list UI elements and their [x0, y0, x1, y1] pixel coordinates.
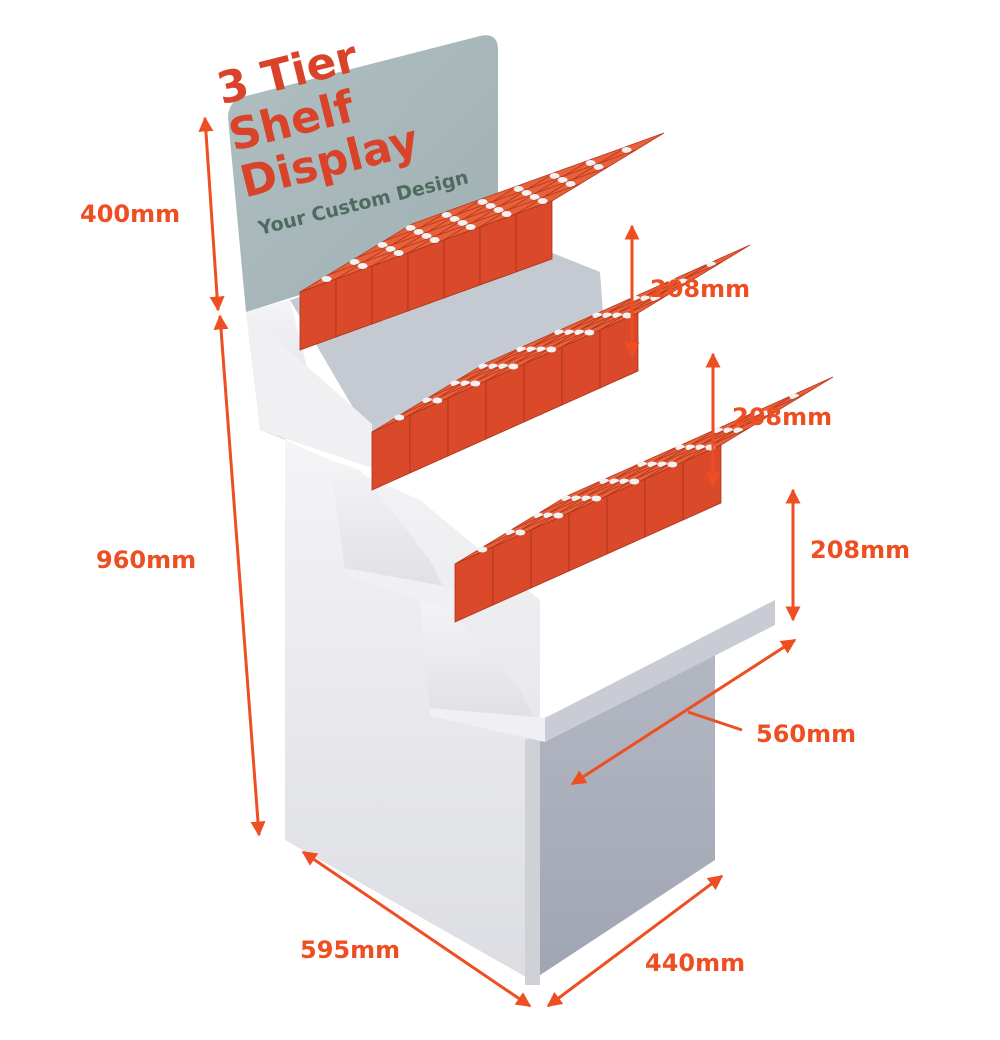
carton-cap	[349, 258, 360, 265]
carton-cap	[667, 461, 678, 468]
shelf-depth-label: 560mm	[756, 720, 856, 748]
carton	[530, 495, 598, 589]
carton	[561, 312, 629, 406]
dimension-annotations	[198, 116, 801, 1008]
carton-cap	[591, 495, 602, 502]
shelf-depth-leader	[687, 710, 743, 732]
carton-cap	[529, 193, 540, 200]
carton-cap	[501, 210, 512, 217]
carton-cap	[629, 478, 640, 485]
carton-cap	[593, 163, 604, 170]
carton-cap	[557, 176, 568, 183]
carton-cap	[585, 159, 596, 166]
body-height-arrow	[213, 314, 266, 837]
base-width-arrow	[301, 850, 532, 1008]
carton	[523, 329, 591, 423]
carton-cap	[470, 380, 481, 387]
tier-3-cartons	[454, 376, 834, 623]
carton-front	[479, 213, 517, 286]
carton-front	[515, 200, 553, 273]
carton-front	[335, 265, 373, 338]
carton-cap	[477, 198, 488, 205]
header-height-arrow	[198, 116, 225, 312]
carton-cap	[513, 185, 524, 192]
base-depth-label: 440mm	[645, 949, 745, 977]
tier-1-height-label: 208mm	[650, 275, 750, 303]
tier-2-lip-front	[345, 568, 455, 612]
carton-cap	[321, 275, 332, 282]
carton-top	[599, 132, 665, 164]
carton	[515, 183, 581, 273]
carton-cap	[515, 529, 526, 536]
carton	[371, 397, 439, 491]
carton-cap	[553, 512, 564, 519]
carton-cap	[432, 397, 443, 404]
base-corner-face	[525, 735, 540, 985]
tier-3-height-label: 208mm	[810, 536, 910, 564]
carton-cap	[405, 224, 416, 231]
tier-1-cartons	[299, 132, 665, 351]
carton	[409, 380, 477, 474]
carton	[599, 132, 665, 164]
carton-cap	[357, 262, 368, 269]
base-depth-arrow	[546, 874, 724, 1008]
carton-front	[443, 226, 481, 299]
carton-cap	[385, 245, 396, 252]
tier-3-side	[420, 600, 545, 740]
shelf-depth-arrow	[570, 638, 797, 786]
carton-cap	[521, 189, 532, 196]
carton-cap	[477, 546, 488, 553]
dimension-labels: 400mm 960mm 208mm 208mm 208mm 560mm 595m…	[80, 200, 910, 977]
carton-cap	[485, 202, 496, 209]
carton	[485, 346, 553, 440]
carton	[299, 261, 365, 351]
carton-cap	[565, 180, 576, 187]
carton-cap	[465, 223, 476, 230]
carton-cap	[493, 206, 504, 213]
carton-cap	[537, 197, 548, 204]
carton-cap	[457, 219, 468, 226]
carton	[447, 363, 515, 457]
body-height-label: 960mm	[96, 546, 196, 574]
carton-cap	[394, 414, 405, 421]
carton-cap	[413, 228, 424, 235]
tier-2-height-label: 208mm	[732, 403, 832, 431]
base-width-label: 595mm	[300, 936, 400, 964]
carton-cap	[449, 215, 460, 222]
carton-cap	[508, 363, 519, 370]
header-height-label: 400mm	[80, 200, 180, 228]
carton-cap	[546, 346, 557, 353]
carton-cap	[621, 146, 632, 153]
tier-2-cartons	[371, 244, 751, 491]
carton	[683, 244, 751, 280]
carton-cap	[421, 232, 432, 239]
tier-1-lip-front	[246, 312, 372, 468]
carton	[606, 461, 674, 555]
carton	[443, 209, 509, 299]
carton-cap	[584, 329, 595, 336]
carton-top	[683, 244, 751, 280]
carton-cap	[429, 236, 440, 243]
carton-front	[407, 239, 445, 312]
carton-cap	[393, 249, 404, 256]
carton-cap	[377, 241, 388, 248]
carton-cap	[549, 172, 560, 179]
carton	[407, 222, 473, 312]
tier-3-lip-front	[430, 708, 545, 742]
carton	[454, 529, 522, 623]
carton-front	[299, 278, 337, 351]
tier-3	[420, 376, 834, 742]
carton-front	[371, 252, 409, 325]
carton-cap	[441, 211, 452, 218]
